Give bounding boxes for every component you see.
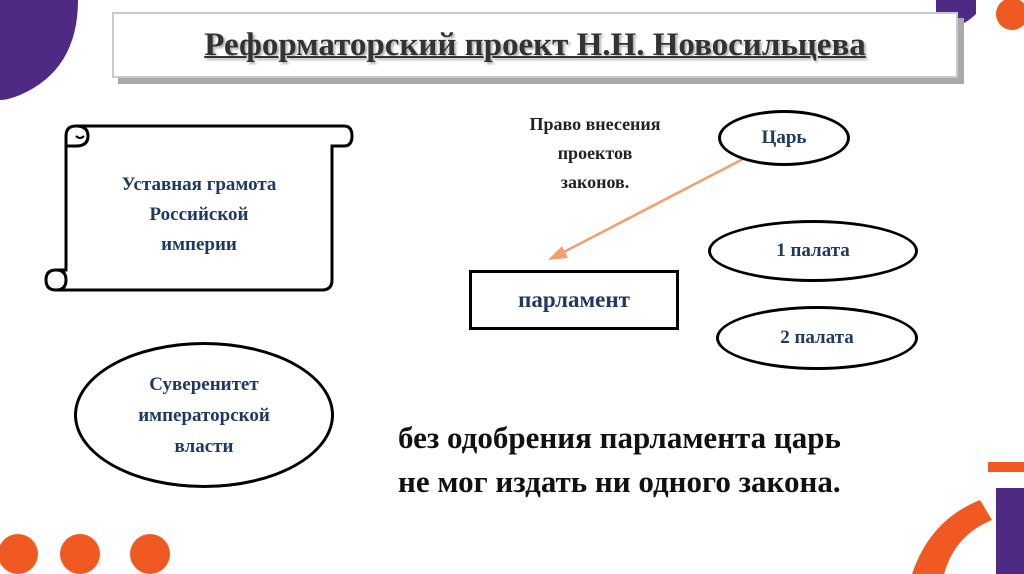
sovereignty-oval: Суверенитет императорской власти	[74, 342, 334, 488]
scroll-line-1: Уставная грамота	[121, 174, 277, 195]
proposal-line-3: законов.	[560, 172, 630, 192]
arrow-tsar-to-parliament	[548, 156, 746, 260]
title-box: Реформаторский проект Н.Н. Новосильцева	[112, 12, 958, 78]
sovereignty-line-1: Суверенитет	[149, 373, 259, 395]
tsar-oval: Царь	[718, 110, 850, 166]
chamber-1-oval: 1 палата	[708, 220, 918, 282]
scroll-label: Уставная грамота Российской империи	[66, 170, 332, 260]
tsar-label: Царь	[761, 127, 807, 148]
orange-dot-top-right	[996, 0, 1024, 30]
scroll-line-2: Российской	[149, 204, 249, 225]
statement-line-1: без одобрения парламента царь	[398, 420, 841, 455]
chamber-2-label: 2 палата	[780, 327, 854, 348]
orange-bar-right	[988, 462, 1024, 472]
scroll-shape	[44, 124, 354, 292]
orange-dot-2	[60, 534, 100, 574]
purple-corner-shape-top-left	[0, 0, 78, 100]
orange-dot-3	[130, 534, 170, 574]
parliament-box: парламент	[469, 270, 679, 330]
page-title: Реформаторский проект Н.Н. Новосильцева	[204, 26, 866, 63]
orange-arc-bottom-right	[912, 500, 992, 574]
scroll-line-3: империи	[161, 234, 237, 255]
parliament-label: парламент	[518, 287, 630, 312]
sovereignty-label: Суверенитет императорской власти	[138, 369, 270, 462]
sovereignty-line-3: власти	[174, 435, 234, 457]
proposal-line-1: Право внесения	[529, 114, 661, 134]
proposal-right-label: Право внесения проектов законов.	[480, 110, 710, 197]
chamber-1-label: 1 палата	[776, 240, 850, 261]
sovereignty-line-2: императорской	[138, 404, 270, 426]
purple-bar-bottom-right	[996, 488, 1024, 574]
statement-line-2: не мог издать ни одного закона.	[398, 464, 841, 499]
statement: без одобрения парламента царь не мог изд…	[398, 416, 998, 504]
proposal-line-2: проектов	[557, 143, 633, 163]
orange-dot-1	[0, 534, 38, 574]
chamber-2-oval: 2 палата	[716, 306, 918, 370]
